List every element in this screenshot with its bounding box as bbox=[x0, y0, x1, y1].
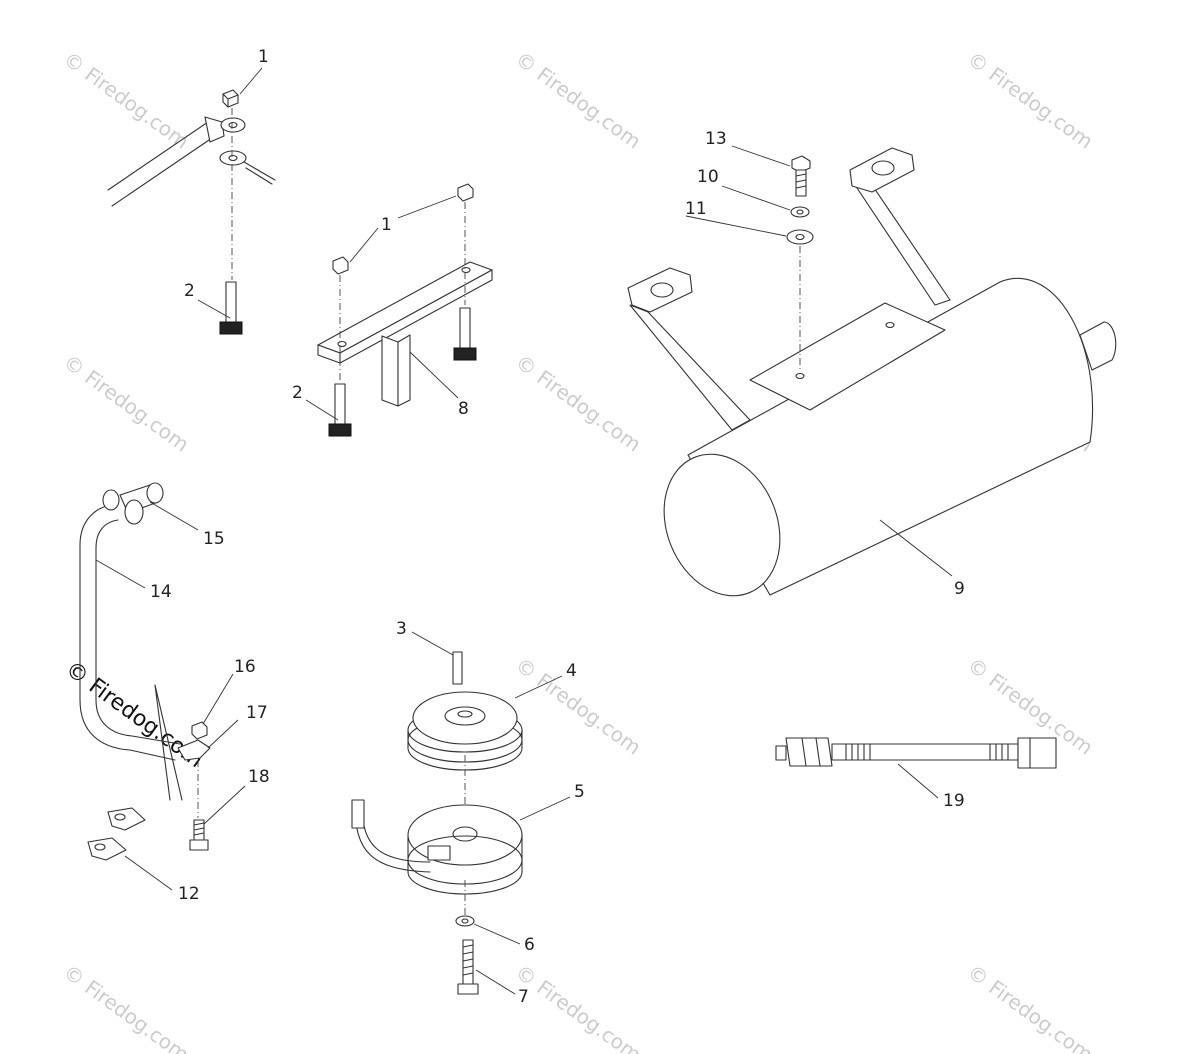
fitting-15 bbox=[102, 482, 164, 525]
nut-16 bbox=[191, 721, 208, 740]
callout-11: 11 bbox=[685, 199, 707, 219]
callout-2: 2 bbox=[292, 383, 303, 403]
watermark: © Firedog.com bbox=[59, 350, 193, 457]
callout-8: 8 bbox=[458, 399, 469, 419]
watermark: © Firedog.com bbox=[511, 350, 645, 457]
bolt-18 bbox=[189, 819, 209, 851]
callout-18: 18 bbox=[248, 767, 270, 787]
watermark: © Firedog.com bbox=[963, 47, 1097, 154]
pulley-4 bbox=[407, 691, 523, 771]
watermark: © Firedog.com bbox=[511, 653, 645, 760]
clamp-17 bbox=[177, 739, 211, 761]
callout-1: 1 bbox=[258, 47, 269, 67]
watermark: © Firedog.com bbox=[963, 960, 1097, 1054]
bolt-2-bracket-right bbox=[453, 307, 477, 361]
callout-10: 10 bbox=[697, 167, 719, 187]
callout-3: 3 bbox=[396, 619, 407, 639]
callout-2: 2 bbox=[184, 281, 195, 301]
callout-1: 1 bbox=[381, 215, 392, 235]
callout-13: 13 bbox=[705, 129, 727, 149]
washer-11 bbox=[786, 229, 814, 245]
nut-1-bracket-left bbox=[332, 256, 349, 275]
clamp-12 bbox=[87, 807, 146, 861]
nut-1-top bbox=[222, 89, 239, 108]
watermark: © Firedog.com bbox=[511, 47, 645, 154]
watermark: © Firedog.com bbox=[59, 47, 193, 154]
callout-6: 6 bbox=[524, 935, 535, 955]
callout-15: 15 bbox=[203, 529, 225, 549]
callout-14: 14 bbox=[150, 582, 172, 602]
callout-4: 4 bbox=[566, 661, 577, 681]
bolt-13 bbox=[791, 155, 811, 197]
bolt-2-bracket-left bbox=[328, 383, 352, 437]
callout-12: 12 bbox=[178, 884, 200, 904]
muffler-9 bbox=[627, 147, 1117, 597]
bracket-8 bbox=[317, 261, 493, 407]
callout-17: 17 bbox=[246, 703, 268, 723]
watermarks: © Firedog.com © Firedog.com © Firedog.co… bbox=[59, 47, 1097, 1054]
callout-9: 9 bbox=[954, 579, 965, 599]
key-3 bbox=[452, 651, 463, 685]
leader-lines bbox=[95, 67, 953, 995]
washer-10 bbox=[790, 206, 810, 218]
watermark: © Firedog.com bbox=[511, 960, 645, 1054]
cable-assembly bbox=[107, 116, 276, 207]
harness-19 bbox=[775, 737, 1057, 769]
watermark: © Firedog.com bbox=[59, 960, 193, 1054]
callouts: 1 1 2 2 8 13 10 11 9 15 14 3 4 5 16 17 1… bbox=[150, 47, 965, 1007]
clutch-5 bbox=[351, 799, 523, 895]
nut-1-bracket-right bbox=[457, 183, 474, 202]
washer-6 bbox=[455, 915, 475, 927]
callout-16: 16 bbox=[234, 657, 256, 677]
tube-14 bbox=[79, 504, 181, 761]
callout-7: 7 bbox=[518, 987, 529, 1007]
bolt-7 bbox=[457, 939, 479, 995]
bolt-2-top bbox=[219, 281, 243, 335]
callout-5: 5 bbox=[574, 782, 585, 802]
callout-19: 19 bbox=[943, 791, 965, 811]
